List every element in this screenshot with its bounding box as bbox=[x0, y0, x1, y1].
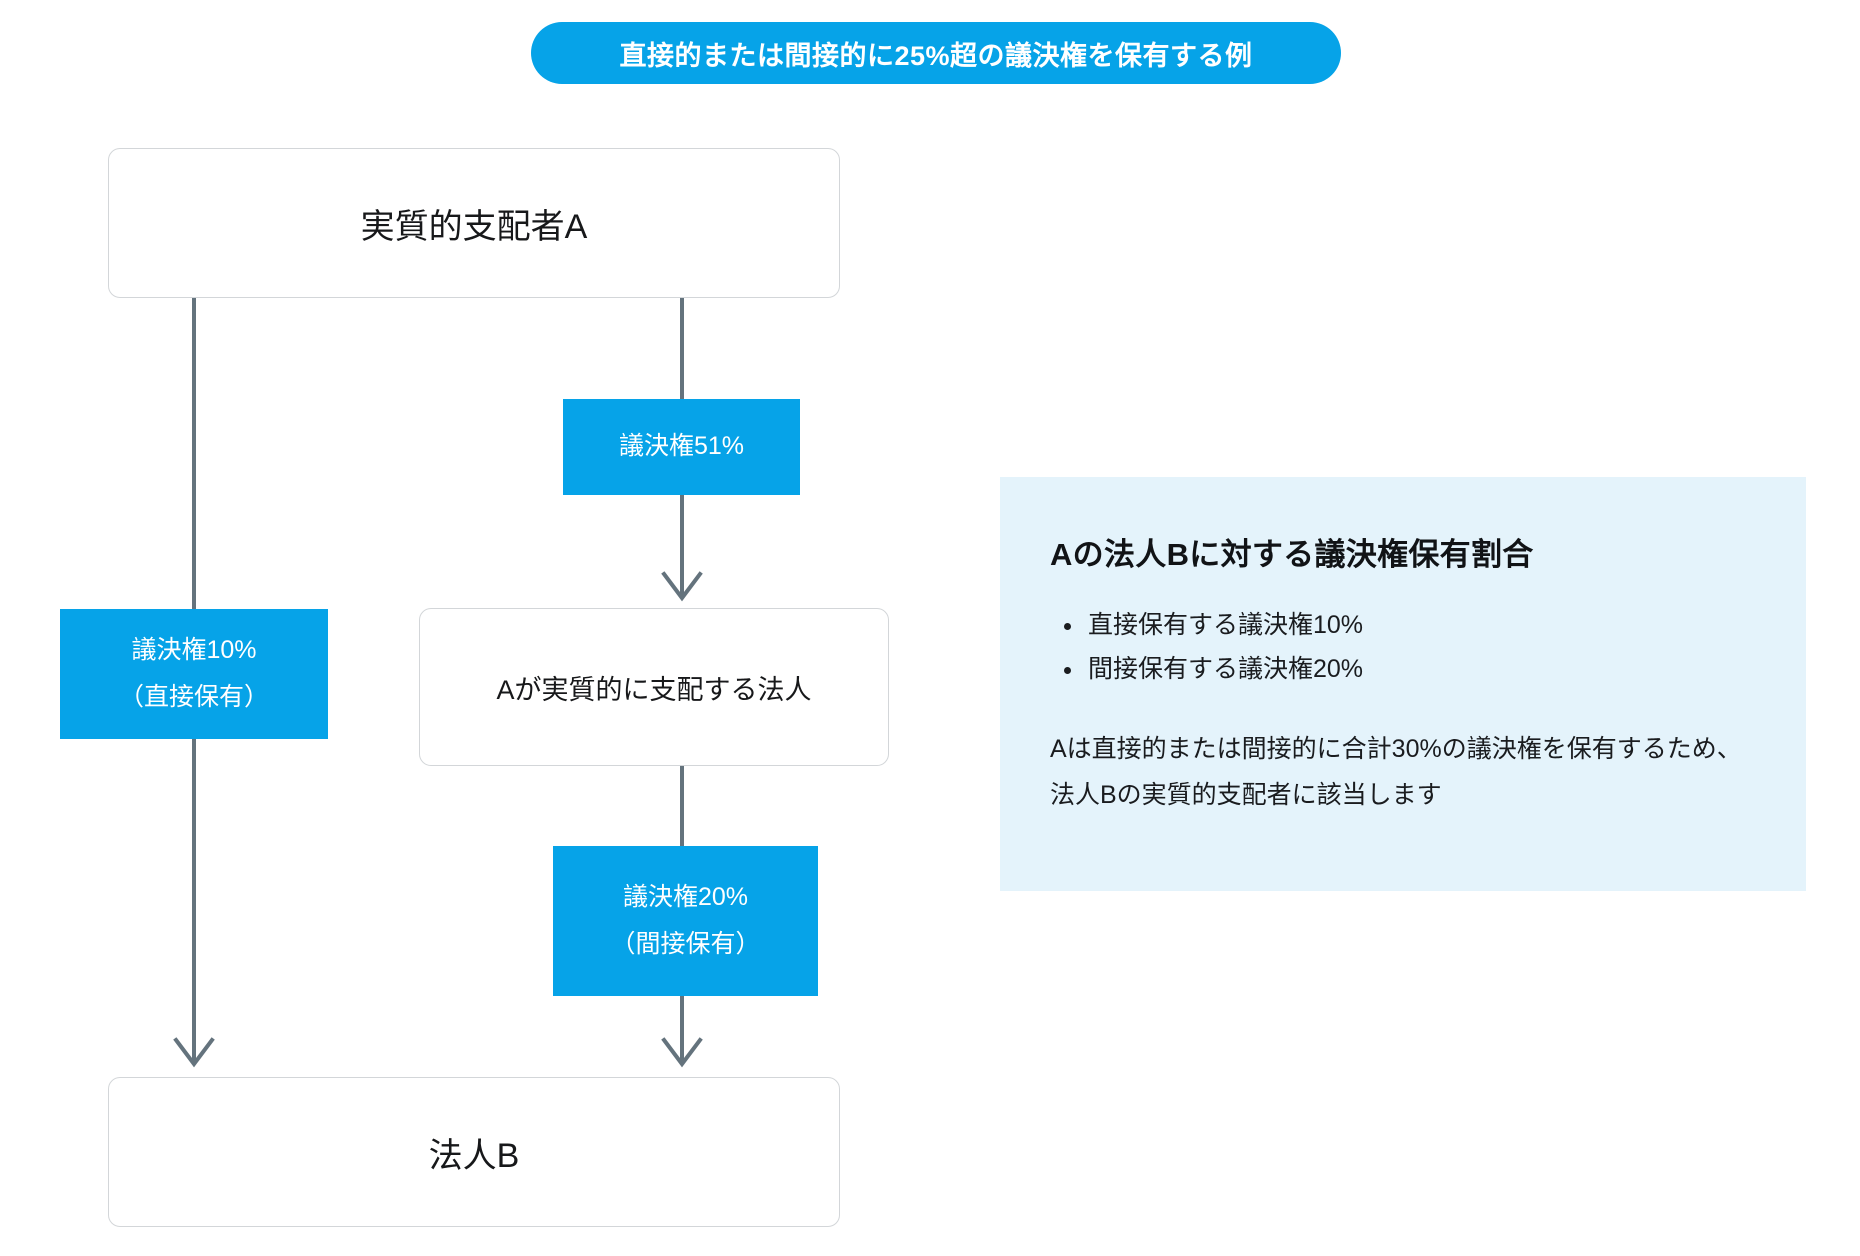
node-controlled-entity: Aが実質的に支配する法人 bbox=[419, 608, 889, 766]
node-person-a-label: 実質的支配者A bbox=[360, 207, 588, 246]
edge-label-voting-10-line2: （直接保有） bbox=[118, 683, 269, 711]
edge-label-voting-20-indirect: 議決権20% （間接保有） bbox=[553, 846, 818, 996]
info-panel-bullet-list: 直接保有する議決権10% 間接保有する議決権20% bbox=[1050, 604, 1766, 692]
node-corporation-b-label: 法人B bbox=[428, 1136, 520, 1175]
edge-label-voting-51-line1: 議決権51% bbox=[618, 432, 745, 461]
arrowhead-a-to-b-direct bbox=[173, 1037, 215, 1068]
info-bullet-item: 間接保有する議決権20% bbox=[1050, 648, 1766, 692]
edge-label-voting-51: 議決権51% bbox=[563, 399, 800, 495]
edge-label-voting-20-line2: （間接保有） bbox=[610, 930, 761, 958]
arrowhead-entity-to-b bbox=[661, 1037, 703, 1068]
node-corporation-b: 法人B bbox=[108, 1077, 840, 1227]
node-controlled-entity-label: Aが実質的に支配する法人 bbox=[496, 674, 812, 705]
info-bullet-item: 直接保有する議決権10% bbox=[1050, 604, 1766, 648]
edge-label-voting-20-line1: 議決権20% bbox=[622, 882, 749, 911]
info-panel: Aの法人Bに対する議決権保有割合 直接保有する議決権10% 間接保有する議決権2… bbox=[1000, 477, 1806, 891]
info-panel-title: Aの法人Bに対する議決権保有割合 bbox=[1050, 537, 1534, 572]
edge-label-voting-10-direct: 議決権10% （直接保有） bbox=[60, 609, 328, 739]
arrowhead-a-to-entity bbox=[661, 571, 703, 602]
header-title-pill: 直接的または間接的に25%超の議決権を保有する例 bbox=[531, 22, 1341, 84]
edge-label-voting-10-line1: 議決権10% bbox=[131, 635, 257, 664]
node-person-a: 実質的支配者A bbox=[108, 148, 840, 298]
info-panel-paragraph: Aは直接的または間接的に合計30%の議決権を保有するため、法人Bの実質的支配者に… bbox=[1050, 734, 1742, 809]
